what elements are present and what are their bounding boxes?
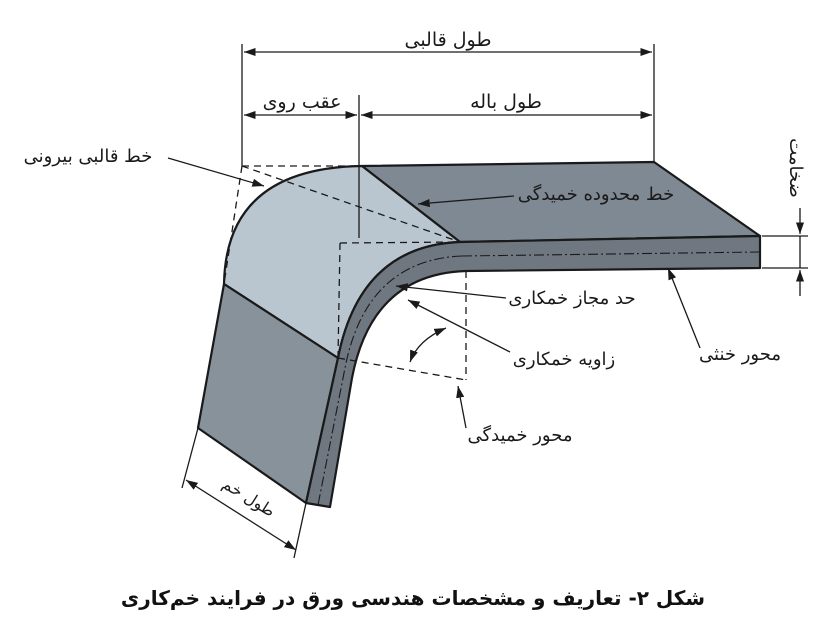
label-bend-allowance-limit: حد مجاز خمکاری [508, 288, 635, 309]
label-thickness: ضخامت [785, 138, 806, 198]
figure-caption: شکل ۲- تعاریف و مشخصات هندسی ورق در فرای… [121, 586, 705, 610]
dimension-lines [181, 44, 808, 559]
label-flange-length-total: طول قالبی [404, 29, 491, 51]
label-bend-angle: زاویه خمکاری [513, 349, 616, 370]
label-outer-mold-line: خط قالبی بیرونی [24, 146, 153, 167]
bend-angle-arc [409, 327, 447, 363]
label-setback: عقب روی [263, 91, 342, 113]
label-bend-length: طول خم [219, 474, 279, 522]
label-bend-axis: محور خمیدگی [468, 424, 573, 446]
label-bend-tangent-line: خط محدوده خمیدگی [518, 183, 675, 205]
label-flange-length: طول باله [470, 91, 542, 113]
sheet-thickness-edge [304, 234, 762, 509]
leader-lines [167, 157, 701, 429]
neutral-axis-line [317, 251, 761, 506]
construction-lines [223, 165, 467, 381]
label-neutral-axis: محور خنثی [699, 344, 781, 365]
